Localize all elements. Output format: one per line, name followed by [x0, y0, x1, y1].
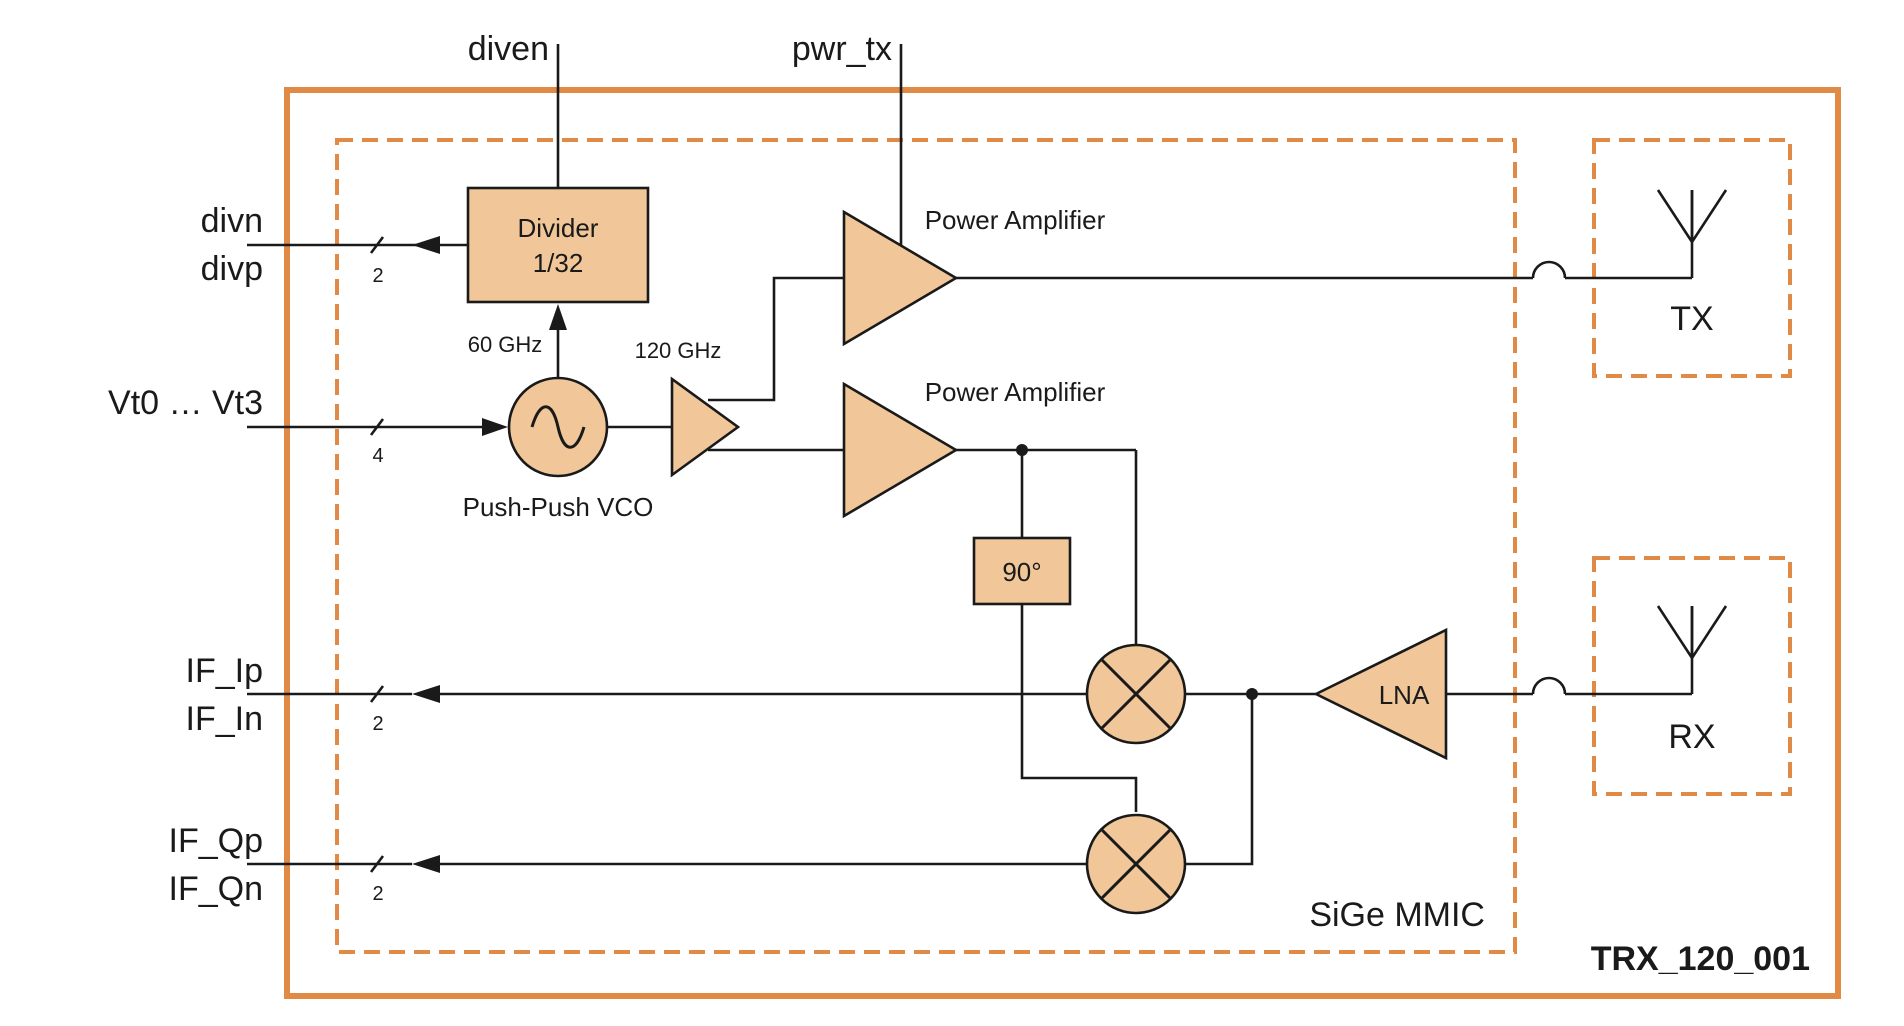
vt-bus-slash	[369, 418, 385, 436]
freq-120ghz: 120 GHz	[635, 338, 722, 363]
rf-to-q-mixer-wire	[1185, 694, 1254, 866]
rx-antenna-box	[1592, 556, 1792, 796]
pin-if-ip: IF_Ip	[186, 652, 263, 690]
i-mixer-cross-icon	[1099, 657, 1173, 731]
buffer-amplifier	[670, 376, 741, 478]
module-border	[284, 87, 1841, 999]
phase-shifter-label: 90°	[1002, 557, 1041, 587]
vt-bus-width: 4	[372, 445, 383, 467]
tx-crossover	[1531, 260, 1567, 279]
vco-label: Push-Push VCO	[463, 492, 654, 522]
div-bus-slash	[369, 236, 385, 254]
phase-to-q-mixer-wire	[1020, 604, 1138, 812]
mmic-boundary	[335, 138, 1517, 954]
pin-if-in: IF_In	[186, 700, 263, 738]
tx-antenna-label: TX	[1670, 300, 1713, 338]
lna-label: LNA	[1379, 680, 1430, 710]
divider-label: Divider	[518, 213, 599, 243]
sine-icon	[530, 405, 586, 449]
pin-divp: divp	[201, 250, 263, 288]
tx-antenna-icon	[1656, 189, 1728, 245]
rx-antenna-icon	[1656, 605, 1728, 661]
if-i-bus-slash	[369, 685, 385, 703]
div-out-arrow	[412, 236, 440, 254]
q-mixer-cross-icon	[1099, 827, 1173, 901]
rx-crossover	[1531, 676, 1567, 695]
div-bus-width: 2	[372, 265, 383, 287]
rx-pa-label: Power Amplifier	[925, 377, 1106, 407]
pin-vt: Vt0 … Vt3	[108, 384, 263, 422]
vco-to-divider-arrow	[549, 304, 567, 330]
pin-divn: divn	[201, 202, 263, 240]
tx-power-amplifier	[842, 209, 959, 347]
pin-if-qn: IF_Qn	[169, 870, 263, 908]
if-q-arrow	[412, 855, 440, 873]
if-q-bus-width: 2	[372, 883, 383, 905]
tx-pa-label: Power Amplifier	[925, 205, 1106, 235]
divider-ratio: 1/32	[533, 248, 584, 278]
pin-pwr-tx: pwr_tx	[792, 30, 892, 68]
rx-antenna-label: RX	[1668, 718, 1715, 756]
buffer-to-tx-pa-wire	[708, 276, 844, 402]
freq-60ghz: 60 GHz	[468, 332, 543, 357]
if-i-bus-width: 2	[372, 713, 383, 735]
vt-arrow	[482, 418, 508, 436]
divider-block	[466, 186, 650, 304]
module-label: TRX_120_001	[1591, 940, 1810, 978]
pin-if-qp: IF_Qp	[169, 822, 263, 860]
tx-antenna-box	[1592, 138, 1792, 378]
pin-diven: diven	[468, 30, 549, 68]
rx-power-amplifier	[842, 381, 959, 519]
if-q-bus-slash	[369, 855, 385, 873]
mmic-label: SiGe MMIC	[1309, 896, 1485, 934]
if-i-arrow	[412, 685, 440, 703]
